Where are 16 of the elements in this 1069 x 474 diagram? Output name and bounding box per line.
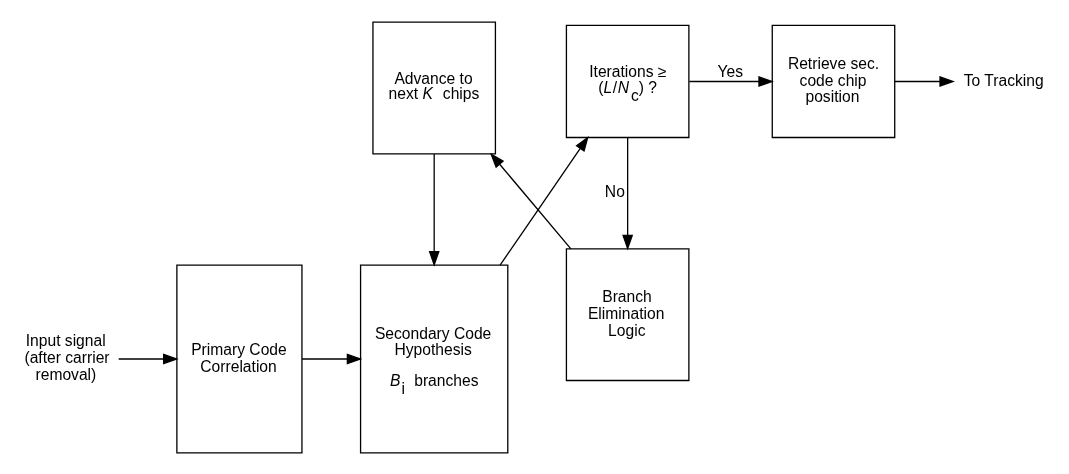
node-box: Advance to next K chips [372, 21, 497, 154]
arrow [428, 152, 440, 267]
arrow [301, 353, 363, 364]
arrow [118, 353, 179, 364]
node-text: Input signal (after carrier removal) [24, 331, 110, 383]
arrow [622, 136, 634, 250]
arrow [688, 75, 774, 87]
arrow [499, 135, 589, 266]
node-box: Branch Elimination Logic [565, 247, 690, 381]
arrow [489, 152, 572, 249]
node-box: Retrieve sec. code chip position [771, 24, 896, 138]
edge-label: Yes [717, 62, 744, 80]
node-text: To Tracking [963, 71, 1044, 89]
edge-label: No [604, 182, 625, 200]
arrow [894, 75, 955, 87]
node-box: Primary Code Correlation [176, 264, 303, 453]
